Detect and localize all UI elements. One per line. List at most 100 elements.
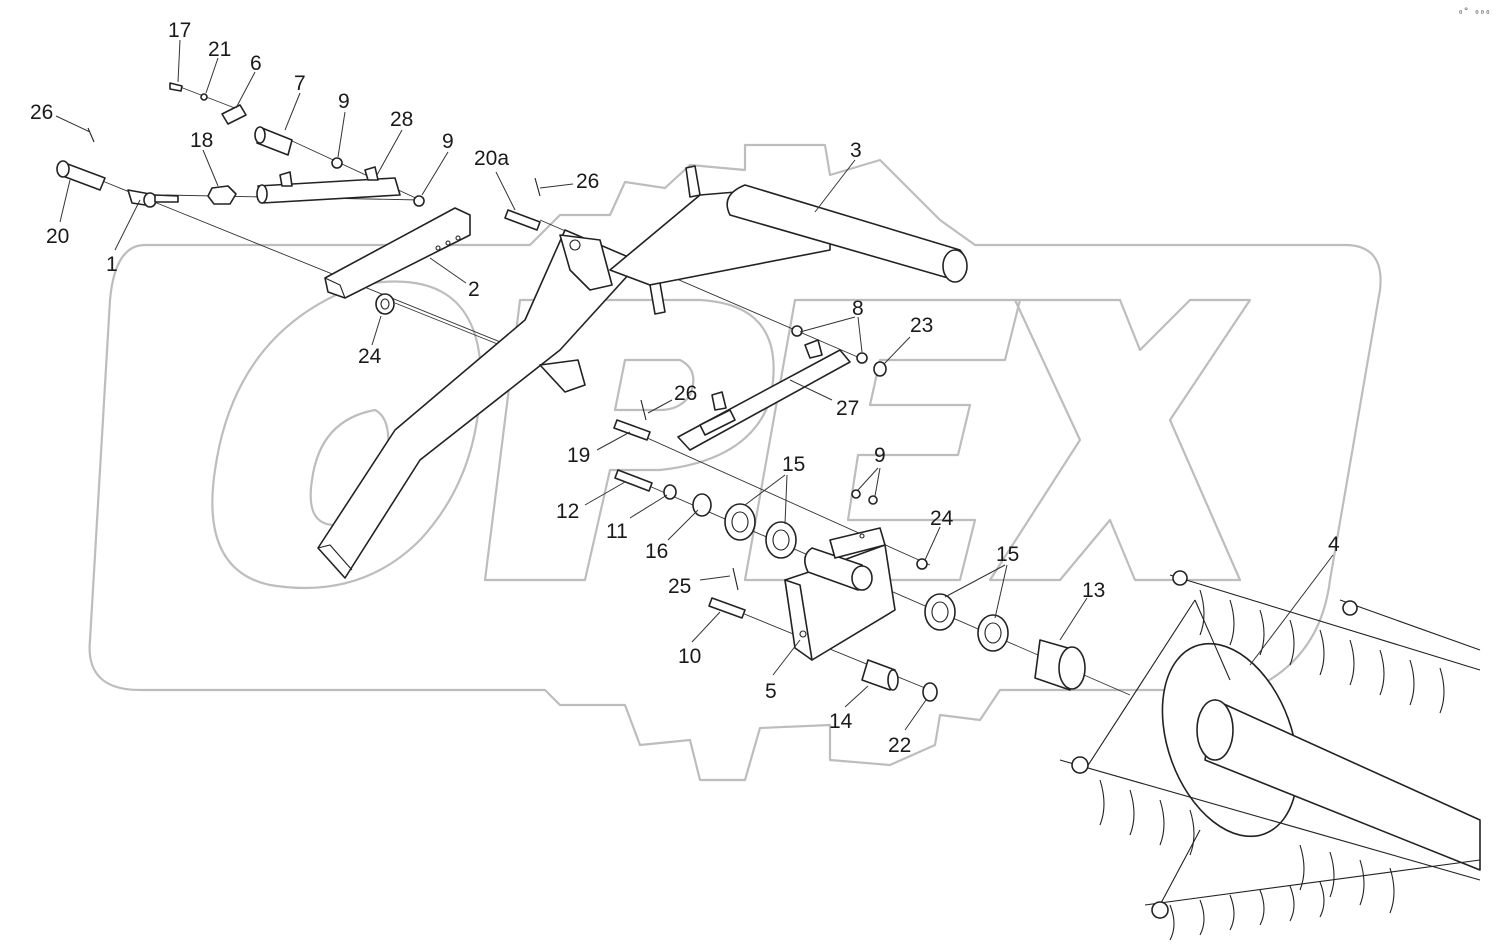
tube-3-end: [942, 249, 968, 283]
leader-line: [371, 315, 382, 346]
leader-line: [857, 316, 863, 353]
channel-bracket-2: [324, 207, 471, 299]
leader-line: [55, 115, 91, 133]
leader-line: [1249, 554, 1334, 666]
leader-line: [539, 183, 574, 189]
part-label: 10: [678, 645, 701, 668]
arm-tab: [649, 282, 666, 315]
part-label: 6: [250, 52, 262, 75]
cylinder-27-port: [804, 339, 823, 359]
housing-tube-end: [851, 565, 873, 591]
leader-line: [337, 111, 346, 158]
reel-strut: [1084, 599, 1196, 771]
pin-10: [708, 597, 746, 619]
plate-6: [221, 104, 247, 125]
part-label: 26: [576, 170, 599, 193]
part-label: 19: [567, 444, 590, 467]
housing-top-flange: [829, 527, 886, 559]
washer-22: [922, 682, 938, 702]
split-pin-26: [534, 177, 541, 197]
pin-7-end: [254, 126, 266, 144]
leader-line: [904, 699, 927, 731]
reel-hub: [1071, 756, 1089, 774]
leader-line: [857, 467, 879, 491]
frame-arm: [317, 165, 968, 579]
assembly-axes: [99, 84, 1131, 696]
part-label: 27: [836, 397, 859, 420]
part-label: 21: [208, 38, 231, 61]
cylinder-27-port: [711, 391, 727, 411]
middle-parts: [613, 325, 928, 570]
leader-line: [784, 474, 788, 525]
bracket-hole: [569, 239, 581, 251]
reel-tines: [1199, 589, 1445, 714]
bushing-14: [861, 659, 896, 691]
washer-24-hole: [380, 298, 390, 310]
channel-hole: [435, 245, 441, 251]
washer-15: [924, 593, 956, 631]
pin-19: [613, 419, 651, 441]
leader-lines: [55, 39, 1334, 731]
cylinder-port: [279, 171, 293, 187]
washer-15-hole: [772, 529, 790, 551]
part-label: 2: [468, 278, 480, 301]
upper-small-parts: [56, 82, 541, 315]
leader-line: [629, 494, 668, 519]
nut-18: [207, 185, 237, 205]
watermark-letter-x: [988, 298, 1252, 582]
part-label: 15: [782, 453, 805, 476]
leader-line: [883, 336, 911, 365]
reel-tines: [1169, 881, 1325, 941]
part-label: 24: [930, 507, 954, 530]
sleeve-1-rod: [154, 194, 179, 203]
washer-24: [375, 293, 395, 315]
part-label: 18: [190, 129, 213, 152]
reel-bar: [1144, 859, 1481, 906]
washer-23: [873, 361, 887, 377]
leader-line: [177, 39, 181, 83]
leader-line: [114, 199, 141, 251]
nut-21: [200, 93, 208, 101]
part-label: 1: [106, 253, 118, 276]
leader-line: [789, 379, 833, 401]
split-pin-25: [732, 567, 739, 591]
part-labels: 17 21 6 7 9 28 9 26 18 20 1 20a 26 3 2 2…: [30, 19, 1340, 757]
reel-tines: [1099, 779, 1395, 914]
leader-line: [667, 509, 699, 541]
leader-line: [647, 399, 673, 414]
part-label: 23: [910, 314, 933, 337]
leader-line: [205, 57, 219, 94]
reel-shaft-end: [1196, 699, 1234, 761]
bolt-17: [169, 82, 183, 92]
leader-line: [772, 639, 801, 676]
part-label: 17: [168, 19, 191, 42]
leader-line: [429, 257, 467, 284]
leader-line: [924, 526, 941, 561]
watermark-letter-e: [743, 298, 1022, 582]
leader-line: [202, 149, 219, 187]
split-pin-26: [87, 127, 95, 143]
part-label: 8: [852, 297, 864, 320]
corner-mark: ₀° ₀₀₀: [1458, 7, 1491, 17]
part-label: 3: [850, 139, 862, 162]
leader-line: [874, 467, 881, 497]
washer-9: [331, 157, 343, 169]
leader-line: [691, 611, 721, 643]
part-label: 9: [442, 130, 454, 153]
part-label: 9: [338, 90, 350, 113]
part-label: 20: [46, 225, 69, 248]
bushing-8: [791, 325, 803, 337]
part-label: 12: [556, 500, 579, 523]
washer-9: [413, 195, 425, 207]
axis-line: [99, 179, 521, 351]
leader-line: [235, 71, 256, 109]
part-label: 15: [996, 543, 1019, 566]
pin-20a: [504, 209, 541, 231]
channel-hole: [455, 235, 461, 241]
reel-bar: [1339, 599, 1481, 651]
washer-15: [724, 503, 756, 541]
washer-15: [765, 521, 797, 559]
arm-bracket-upper: [559, 234, 613, 291]
part-label: 13: [1082, 579, 1105, 602]
